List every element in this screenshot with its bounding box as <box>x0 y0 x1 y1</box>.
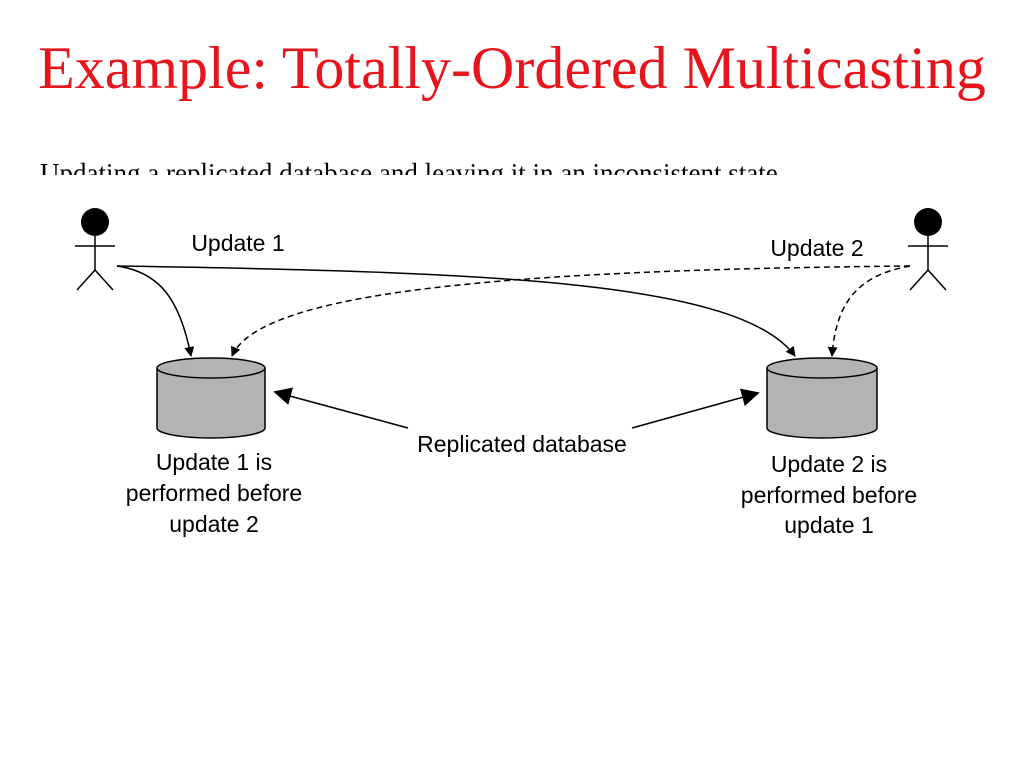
slide-title: Example: Totally-Ordered Multicasting <box>38 35 986 101</box>
right-client-figure <box>908 208 948 291</box>
update2-arrow-right-db <box>827 265 911 357</box>
right-caption-line-1: Update 2 is <box>771 451 887 477</box>
left-caption-line-3: update 2 <box>169 511 259 537</box>
subtitle-clip: Updating a replicated database and leavi… <box>0 156 1024 175</box>
left-client-head <box>81 208 109 236</box>
update1-arrow-right-db <box>116 265 796 357</box>
right-client-head <box>914 208 942 236</box>
left-client-figure <box>75 208 115 291</box>
right-caption-line-2: performed before <box>741 482 917 508</box>
right-caption-line-3: update 1 <box>784 512 874 538</box>
replicated-pointer-left <box>273 387 409 429</box>
update2-arrow-left-db <box>231 265 911 357</box>
update1-label: Update 1 <box>191 230 284 256</box>
update2-label: Update 2 <box>770 235 863 261</box>
slide-subtitle: Updating a replicated database and leavi… <box>40 158 785 175</box>
left-caption-line-2: performed before <box>126 480 302 506</box>
replicated-database-label: Replicated database <box>417 431 627 457</box>
replicated-pointer-right <box>631 388 760 429</box>
update1-arrow-left-db <box>116 265 195 357</box>
left-database-icon <box>156 357 266 439</box>
left-caption-line-1: Update 1 is <box>156 449 272 475</box>
right-database-icon <box>766 357 878 439</box>
